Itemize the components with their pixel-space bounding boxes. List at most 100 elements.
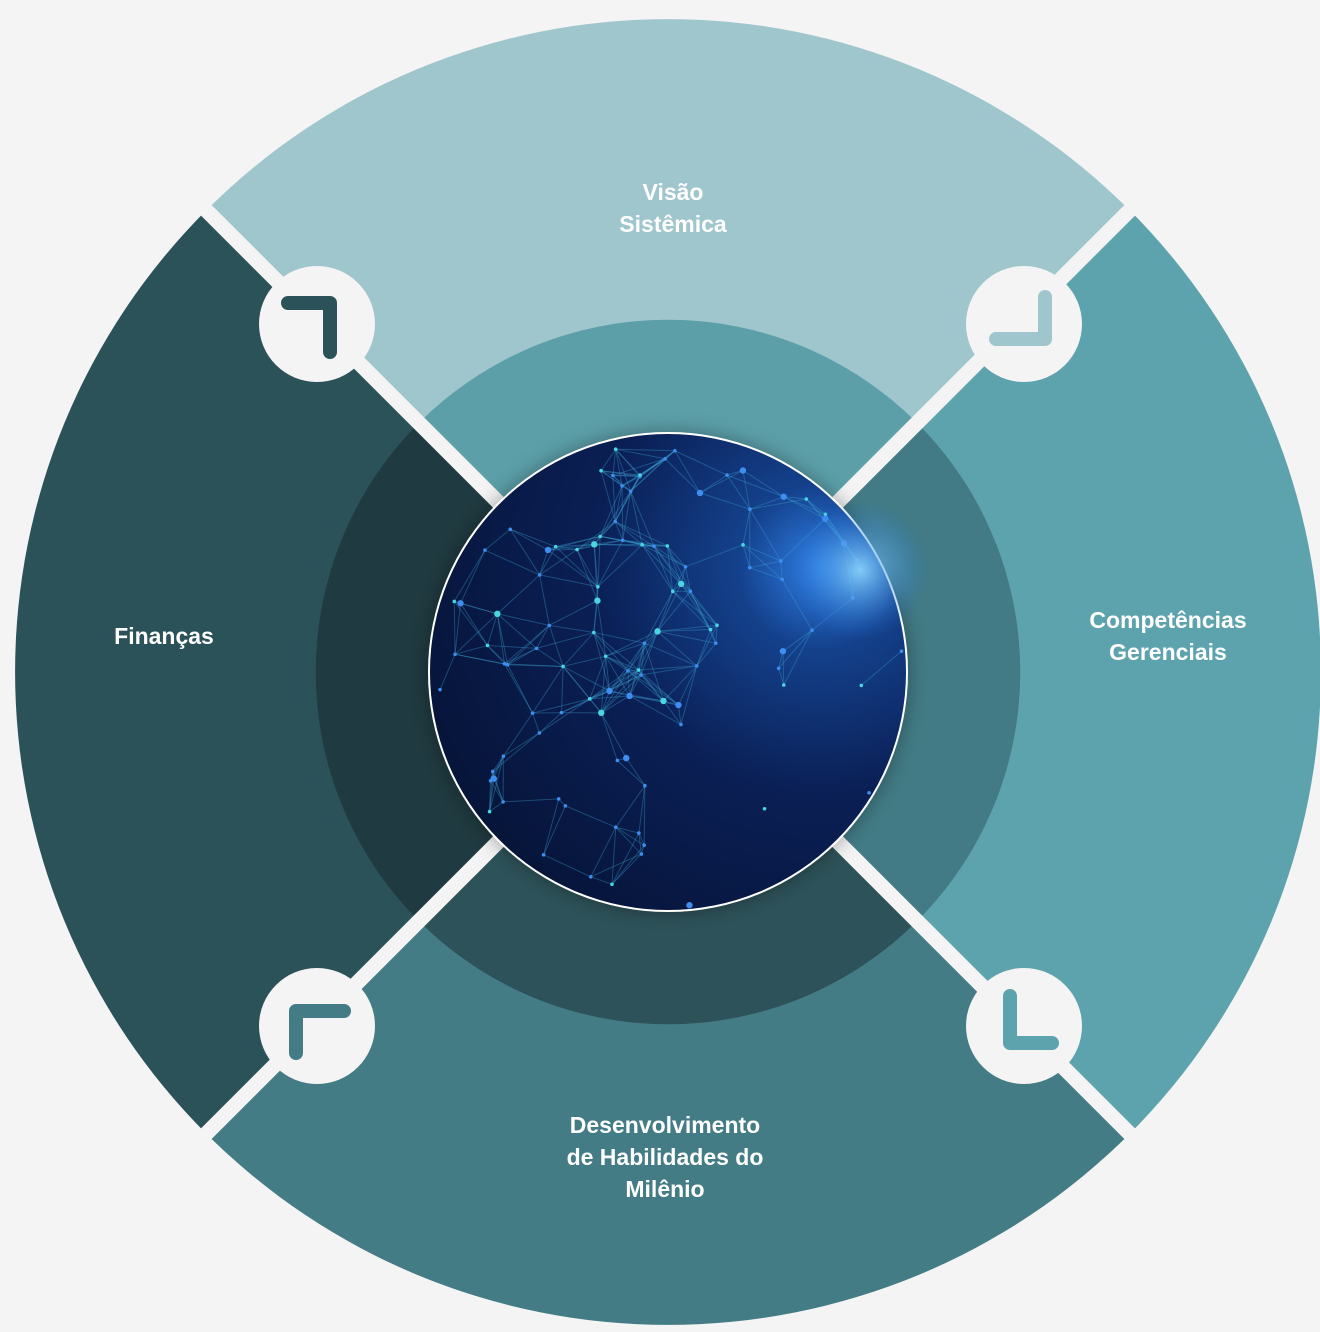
network-node [714, 641, 718, 645]
network-node [614, 447, 618, 451]
network-node [777, 666, 781, 670]
network-node [483, 548, 487, 552]
network-node [531, 711, 535, 715]
network-node [637, 831, 641, 835]
network-node [748, 507, 752, 511]
network-node [588, 697, 592, 701]
network-node [610, 882, 614, 886]
label-competencias-gerenciais: Competências Gerenciais [1040, 604, 1296, 668]
network-node [502, 754, 506, 758]
network-node [652, 545, 656, 549]
network-node [508, 527, 512, 531]
network-node [548, 624, 552, 628]
network-node [491, 775, 497, 781]
network-node [867, 791, 871, 795]
network-node [900, 649, 904, 653]
network-node [611, 474, 615, 478]
label-desenvolvimento-habilidades: Desenvolvimento de Habilidades do Milêni… [510, 1109, 820, 1205]
network-node [666, 544, 670, 548]
network-node [561, 665, 565, 669]
label-line: Milênio [510, 1173, 820, 1205]
network-node [623, 755, 629, 761]
network-node [626, 669, 630, 673]
corner-bracket-bottom-right-icon [966, 968, 1082, 1084]
label-line: Sistêmica [560, 208, 786, 240]
network-node [673, 449, 677, 453]
network-node [643, 784, 647, 788]
network-node [616, 759, 620, 763]
network-node [725, 473, 729, 477]
network-node [538, 573, 542, 577]
network-node [560, 711, 564, 715]
network-node [748, 566, 752, 570]
network-node [594, 597, 600, 603]
network-node [598, 535, 602, 539]
network-node [780, 648, 786, 654]
network-node [491, 770, 495, 774]
network-node [494, 611, 500, 617]
network-node [640, 852, 644, 856]
network-node [554, 545, 558, 549]
network-node [545, 547, 551, 553]
network-node [575, 548, 579, 552]
corner-bracket-bottom-left-icon [259, 968, 375, 1084]
network-node [741, 543, 745, 547]
label-line: Visão [560, 176, 786, 208]
network-node [629, 489, 633, 493]
network-link [644, 786, 645, 846]
network-node [606, 688, 612, 694]
network-node [675, 702, 681, 708]
network-node [596, 585, 600, 589]
network-node [453, 652, 457, 656]
network-node [589, 875, 593, 879]
network-node [679, 723, 683, 727]
network-node [684, 565, 688, 569]
network-node [542, 853, 546, 857]
network-node [486, 644, 490, 648]
network-node [535, 647, 539, 651]
network-node [557, 797, 561, 801]
label-line: Finanças [60, 620, 268, 652]
corner-bracket-top-right-icon [966, 266, 1082, 382]
network-node [620, 484, 624, 488]
network-node [859, 684, 863, 688]
network-node [697, 490, 703, 496]
network-node [538, 731, 542, 735]
network-node [598, 710, 604, 716]
network-node [503, 662, 507, 666]
network-node [613, 520, 617, 524]
label-visao-sistemica: Visão Sistêmica [560, 176, 786, 240]
network-node [695, 664, 699, 668]
network-node [660, 698, 666, 704]
network-node [671, 590, 675, 594]
network-node [592, 631, 596, 635]
network-node [506, 663, 510, 667]
network-node [604, 654, 608, 658]
network-node [452, 600, 456, 604]
network-node [438, 688, 442, 692]
network-node [457, 600, 463, 606]
network-node [599, 469, 603, 473]
network-node [501, 800, 505, 804]
network-node [564, 804, 568, 808]
network-node [780, 494, 786, 500]
network-node [686, 902, 692, 908]
label-financas: Finanças [60, 620, 268, 652]
network-node [779, 559, 783, 563]
network-node [488, 810, 492, 814]
network-node [805, 497, 809, 501]
network-node [591, 541, 597, 547]
network-node [780, 578, 784, 582]
network-node [689, 589, 693, 593]
network-node [621, 538, 625, 542]
label-line: Competências [1040, 604, 1296, 636]
network-node [626, 693, 632, 699]
network-node [614, 825, 618, 829]
network-node [640, 543, 644, 547]
network-node [709, 628, 713, 632]
network-node [782, 683, 786, 687]
network-node [654, 628, 660, 634]
label-line: Gerenciais [1040, 636, 1296, 668]
network-node [663, 457, 667, 461]
